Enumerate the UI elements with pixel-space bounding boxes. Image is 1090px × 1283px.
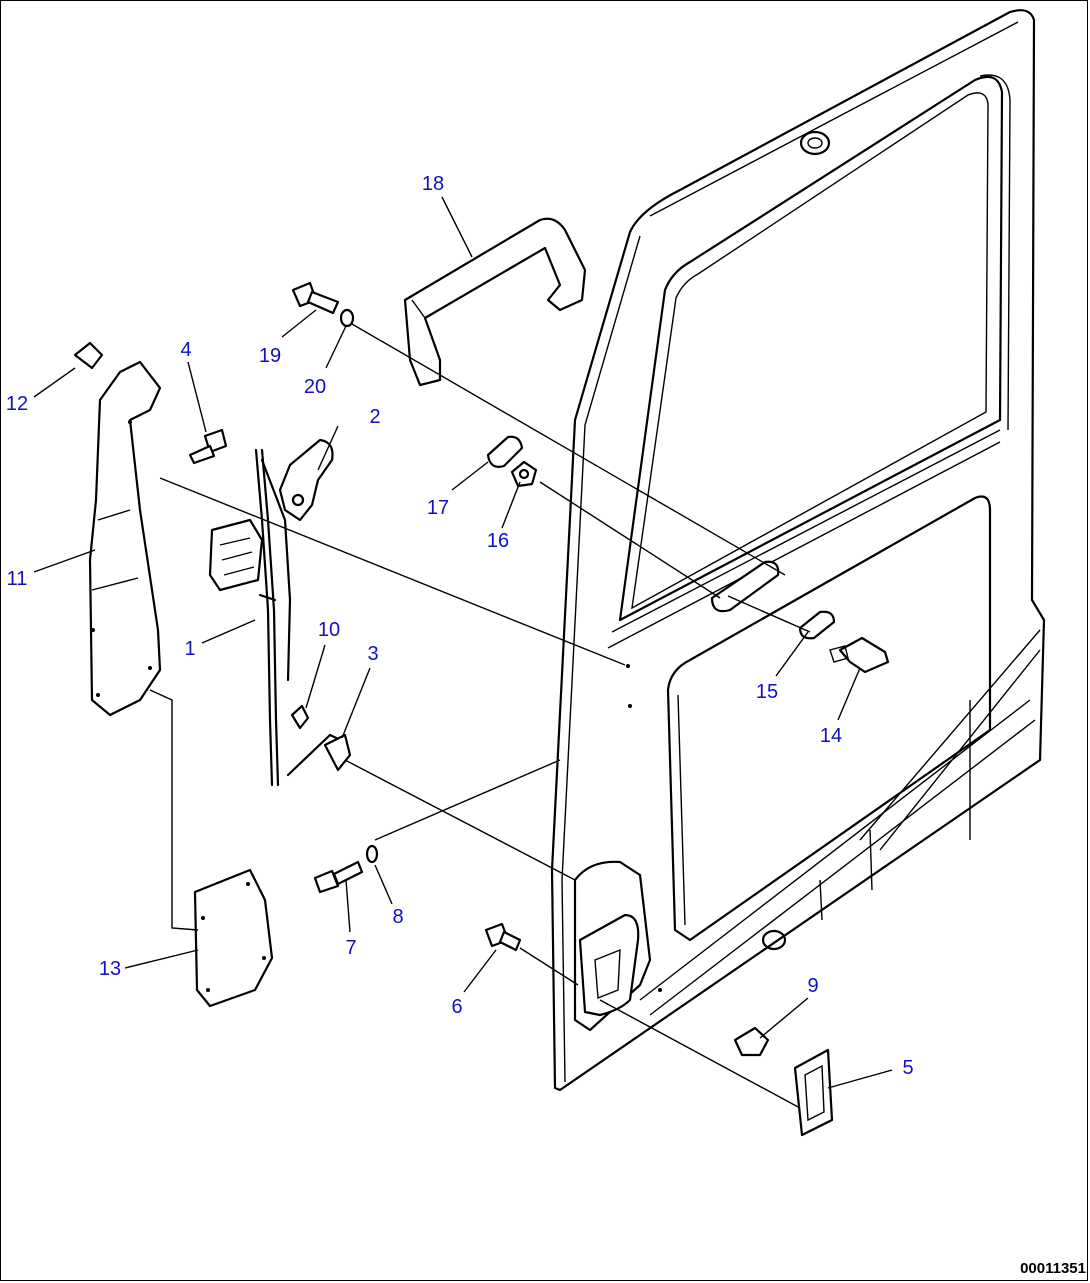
part-14-striker [829, 636, 890, 674]
part-20-washer [339, 308, 355, 328]
callout-12: 12 [6, 393, 28, 415]
part-18-grab-handle [403, 217, 587, 387]
callout-17: 17 [427, 497, 449, 519]
callout-15: 15 [756, 681, 778, 703]
leader-lines [33, 196, 893, 1089]
part-5-handle-cover [793, 1048, 834, 1137]
callout-19: 19 [259, 345, 281, 367]
part-4-bolt [188, 428, 228, 465]
drawing-code: 00011351 [1020, 1260, 1086, 1277]
callout-14: 14 [820, 725, 842, 747]
callout-1: 1 [184, 638, 195, 660]
callout-8: 8 [392, 906, 403, 928]
callout-6: 6 [451, 996, 462, 1018]
callout-2: 2 [369, 406, 380, 428]
part-10-clip [290, 704, 310, 730]
callout-16: 16 [487, 530, 509, 552]
part-1-door-lock [208, 448, 292, 787]
part-16-nut [510, 460, 538, 488]
callout-18: 18 [422, 173, 444, 195]
assembly-lines [149, 323, 811, 1109]
callout-10: 10 [318, 619, 340, 641]
callout-11: 11 [7, 568, 28, 590]
part-7-bolt [313, 860, 364, 894]
callout-13: 13 [99, 958, 121, 980]
part-3-rod [286, 733, 352, 777]
callout-4: 4 [180, 339, 191, 361]
part-6-bolt [484, 922, 522, 952]
part-2-latch [278, 438, 334, 522]
part-15-plate [798, 610, 836, 640]
part-11-trim-cover [88, 360, 162, 717]
part-17-plate [486, 435, 524, 468]
part-19-bolt [291, 281, 340, 315]
callout-3: 3 [367, 643, 378, 665]
callout-20: 20 [304, 376, 326, 398]
door-panel [550, 9, 1046, 1092]
part-13-trim-cover [193, 868, 274, 1008]
callout-5: 5 [902, 1057, 913, 1079]
part-9-clip [733, 1026, 770, 1057]
part-8-washer [365, 844, 379, 864]
callout-9: 9 [807, 975, 818, 997]
callout-7: 7 [345, 937, 356, 959]
part-12-bracket [73, 341, 104, 370]
callout-labels: 18 19 20 4 12 2 17 16 11 1 10 3 15 14 8 … [6, 173, 914, 1079]
